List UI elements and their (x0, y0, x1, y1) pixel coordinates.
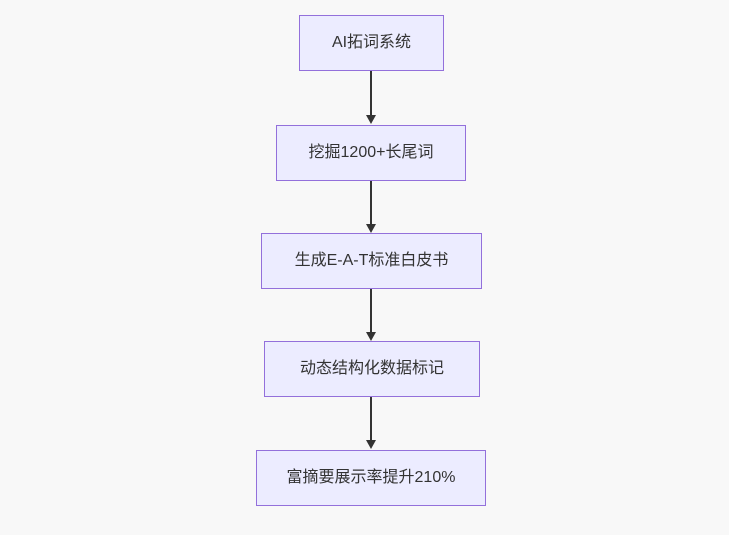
edge-line (370, 181, 372, 224)
flow-edge-3 (365, 289, 377, 341)
arrowhead-down-icon (366, 224, 376, 233)
edge-line (370, 71, 372, 115)
flow-node-mine-longtail-keywords: 挖掘1200+长尾词 (276, 125, 466, 181)
flow-node-label: 富摘要展示率提升210% (286, 469, 456, 487)
arrowhead-down-icon (366, 440, 376, 449)
flow-node-label: AI拓词系统 (331, 34, 412, 52)
flow-node-dynamic-structured-data-markup: 动态结构化数据标记 (264, 341, 480, 397)
arrowhead-down-icon (366, 332, 376, 341)
flow-node-label: 生成E-A-T标准白皮书 (294, 252, 449, 270)
edge-line (370, 397, 372, 440)
flow-node-generate-eat-whitepaper: 生成E-A-T标准白皮书 (261, 233, 482, 289)
flow-node-label: 动态结构化数据标记 (299, 360, 444, 378)
flow-edge-1 (365, 71, 377, 124)
arrowhead-down-icon (366, 115, 376, 124)
flow-node-label: 挖掘1200+长尾词 (308, 144, 434, 162)
edge-line (370, 289, 372, 332)
flow-node-rich-snippet-rate-increase: 富摘要展示率提升210% (256, 450, 486, 506)
flow-edge-4 (365, 397, 377, 449)
flow-edge-2 (365, 181, 377, 233)
flow-node-ai-word-expansion-system: AI拓词系统 (299, 15, 444, 71)
